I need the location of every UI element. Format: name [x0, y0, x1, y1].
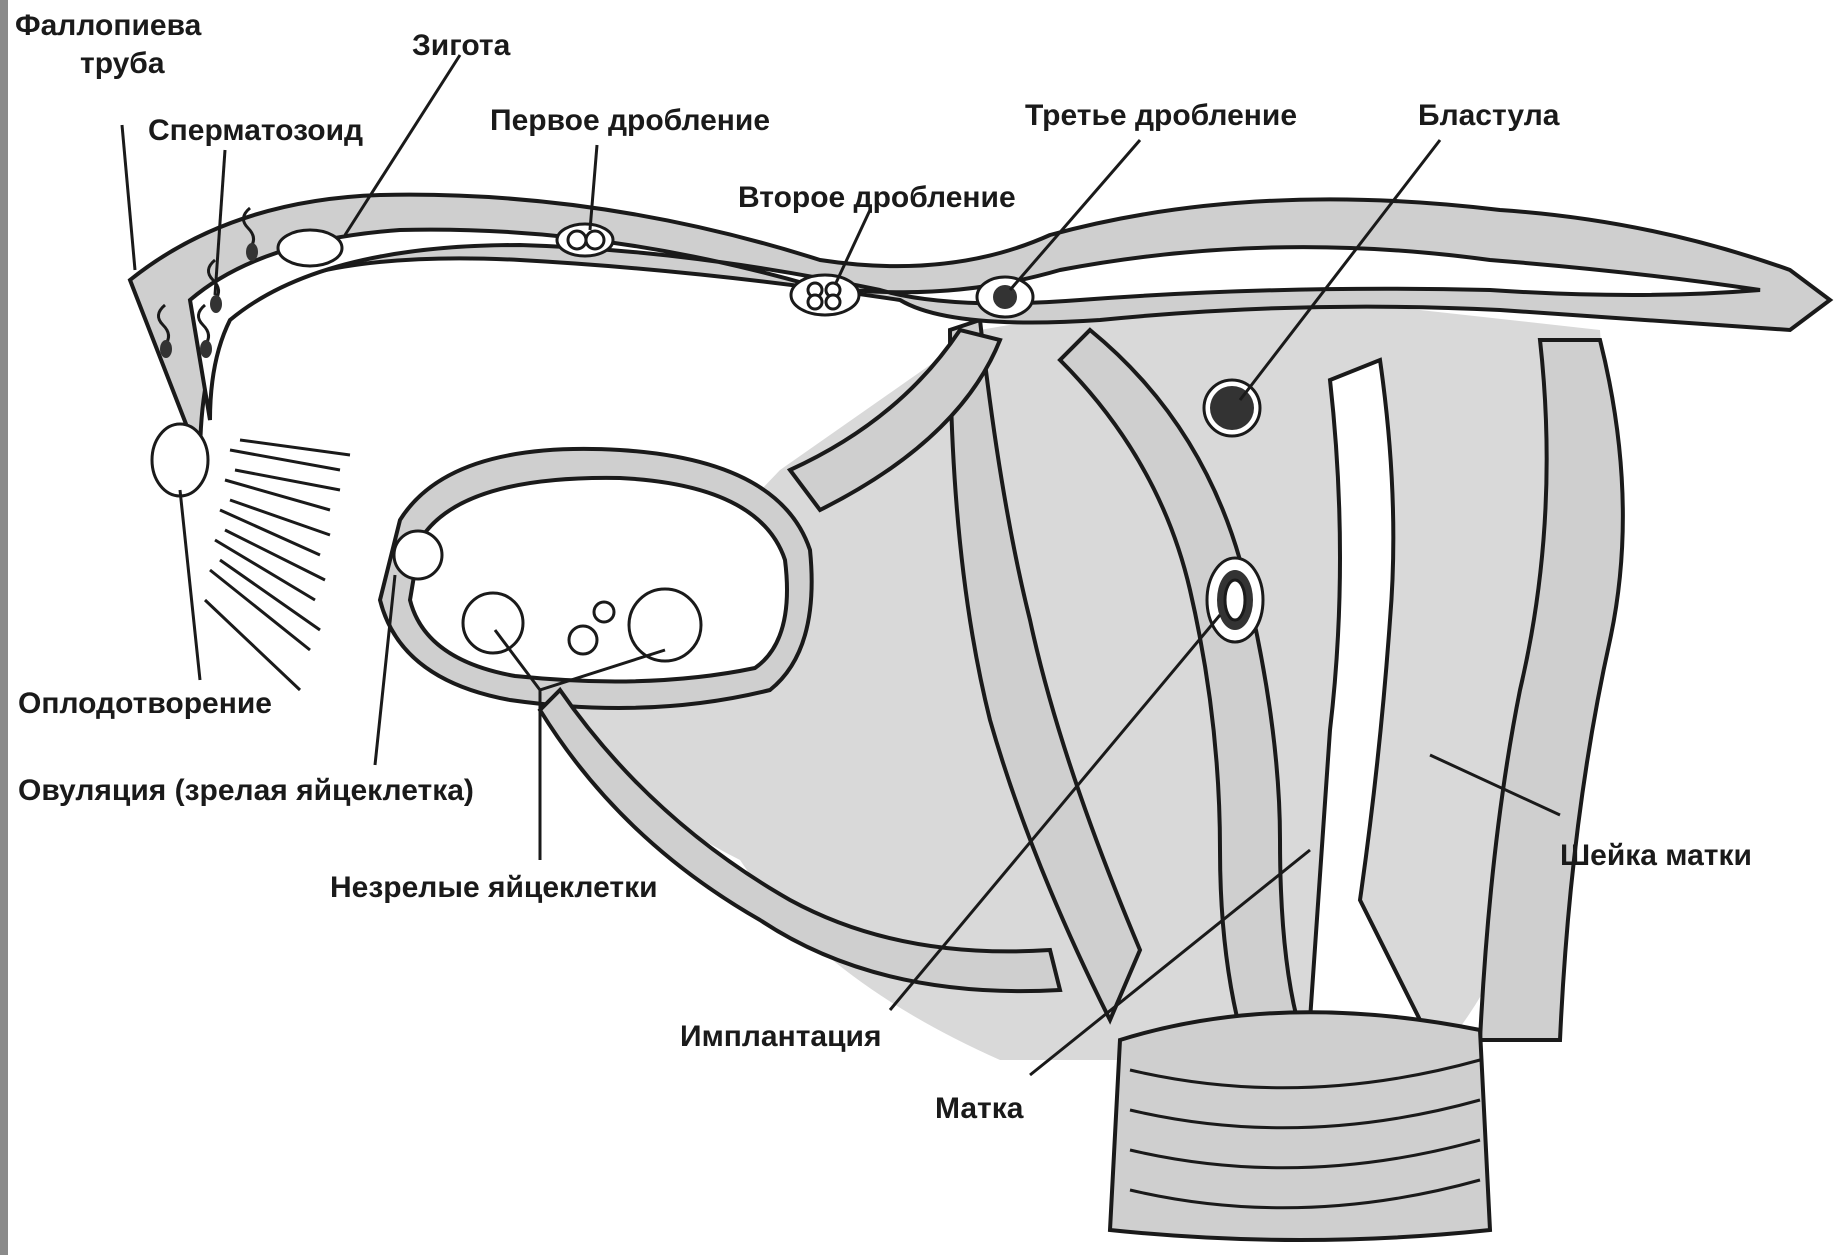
mature-egg — [394, 531, 442, 579]
third-cleavage-cell — [977, 277, 1033, 317]
label-zygote: Зигота — [412, 29, 511, 62]
vaginal-folds — [1110, 1012, 1490, 1240]
first-cleavage-cell — [557, 224, 613, 256]
fertilized-egg — [152, 424, 208, 496]
blastula-cell — [1204, 380, 1260, 436]
label-sperm: Сперматозоид — [148, 114, 363, 147]
label-fallopian-tube-line2: труба — [80, 47, 165, 80]
label-second-cleavage: Второе дробление — [738, 181, 1016, 214]
fimbriae — [205, 440, 350, 690]
label-cervix: Шейка матки — [1560, 839, 1752, 872]
label-uterus: Матка — [935, 1092, 1024, 1125]
label-fertilization: Оплодотворение — [18, 687, 272, 720]
label-fallopian-tube-line1: Фаллопиева — [15, 9, 202, 42]
immature-egg-2 — [569, 626, 597, 654]
label-implantation: Имплантация — [680, 1020, 882, 1053]
label-fallopian-tube: Фаллопиева труба — [15, 9, 210, 80]
label-third-cleavage: Третье дробление — [1025, 99, 1297, 132]
label-immature-eggs: Незрелые яйцеклетки — [330, 871, 658, 904]
immature-egg-1 — [463, 593, 523, 653]
second-cleavage-cell — [791, 275, 859, 315]
ovary-inner — [410, 478, 787, 682]
immature-egg-3 — [594, 602, 614, 622]
label-ovulation: Овуляция (зрелая яйцеклетка) — [18, 774, 474, 807]
zygote — [278, 230, 342, 266]
implanted-embryo — [1207, 558, 1263, 642]
label-first-cleavage: Первое дробление — [490, 104, 770, 137]
label-blastula: Бластула — [1418, 99, 1560, 132]
